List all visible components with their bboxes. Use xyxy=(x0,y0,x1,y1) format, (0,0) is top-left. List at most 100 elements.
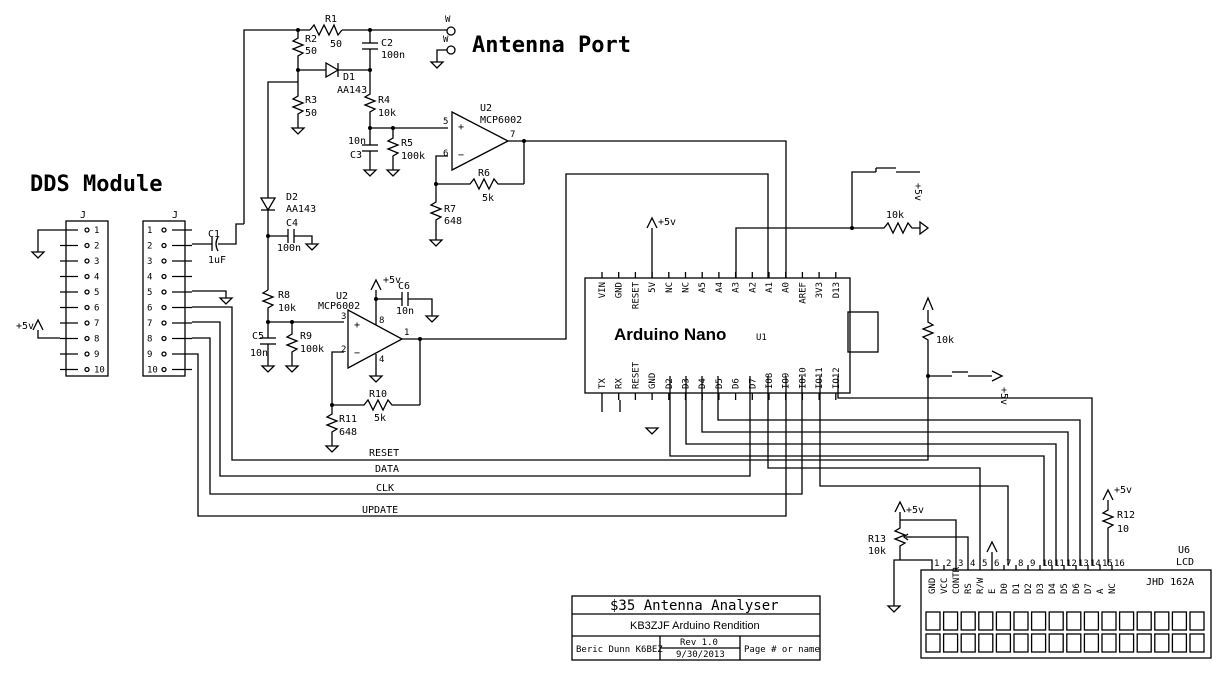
lcd-cell xyxy=(1136,633,1152,653)
lcd-cell xyxy=(1189,611,1205,631)
lcd-cell xyxy=(1118,633,1135,653)
svg-text:50: 50 xyxy=(305,108,317,119)
lcd-cell xyxy=(1154,633,1170,653)
svg-text:8: 8 xyxy=(379,316,384,326)
svg-text:5: 5 xyxy=(443,117,448,127)
lcd-cell xyxy=(1083,633,1100,653)
nano-pin-label: IO9 xyxy=(782,373,792,389)
lcd-cell xyxy=(1013,611,1029,631)
lcd-pin-num: 8 xyxy=(1018,559,1023,569)
nano-pin-label: D5 xyxy=(715,378,725,389)
lcd-pin-label: D1 xyxy=(1012,583,1022,594)
nano-pin-label: A4 xyxy=(715,282,725,293)
svg-text:1: 1 xyxy=(404,328,409,338)
nano-pin-label: NC xyxy=(665,282,675,293)
antenna-port-connector: W W xyxy=(429,15,456,69)
pin-label: 3 xyxy=(94,257,99,267)
nano-pin-label: A2 xyxy=(748,282,758,293)
lcd-cell xyxy=(1013,633,1029,653)
lcd-pin-num: 7 xyxy=(1006,559,1011,569)
svg-text:+5v: +5v xyxy=(16,321,34,332)
lcd-cell xyxy=(995,611,1012,631)
nano-pin-label: 3V3 xyxy=(815,282,825,298)
lcd-pin-label: D5 xyxy=(1060,583,1070,594)
nano-pin-label: A0 xyxy=(782,282,792,293)
svg-text:R6: R6 xyxy=(478,168,490,179)
nano-pin-label: IO10 xyxy=(798,367,808,389)
pin-label: 8 xyxy=(147,335,152,345)
svg-text:U6: U6 xyxy=(1178,545,1190,556)
svg-text:R4: R4 xyxy=(378,95,390,106)
svg-text:W: W xyxy=(443,35,449,45)
svg-text:+5v: +5v xyxy=(998,387,1009,405)
opamp-u2-bottom: + − 3 2 1 8 4 U2 MCP6002 xyxy=(318,291,409,370)
lcd-cell xyxy=(1154,611,1170,631)
pin-label: 9 xyxy=(147,350,152,360)
svg-text:AA143: AA143 xyxy=(337,85,367,96)
svg-text:6: 6 xyxy=(443,149,448,159)
pin-label: 2 xyxy=(147,242,152,252)
svg-text:10n: 10n xyxy=(348,136,366,147)
svg-text:D2: D2 xyxy=(286,192,298,203)
pin-label: 10 xyxy=(147,366,158,376)
lcd-pin-label: CONTR xyxy=(952,566,962,594)
svg-text:C3: C3 xyxy=(350,150,362,161)
lcd-cell xyxy=(1048,633,1064,653)
svg-text:R5: R5 xyxy=(401,138,413,149)
lcd-cell xyxy=(978,633,994,653)
svg-text:10n: 10n xyxy=(250,348,268,359)
svg-text:10k: 10k xyxy=(278,303,296,314)
nano-pin-label: VIN xyxy=(598,282,608,298)
lcd-pin-num: 4 xyxy=(970,559,975,569)
nano-pin-label: D6 xyxy=(732,378,742,389)
lcd-pin-label: E xyxy=(988,589,998,594)
svg-text:U2: U2 xyxy=(480,103,492,114)
nano-pin-label: NC xyxy=(682,282,692,293)
svg-text:100k: 100k xyxy=(300,344,324,355)
lcd-cell xyxy=(1101,633,1117,653)
svg-text:R2: R2 xyxy=(305,34,317,45)
opamp-u2-top: + − 5 6 7 U2 MCP6002 xyxy=(443,103,522,172)
nano-pin-label: A5 xyxy=(698,282,708,293)
pin-label: 5 xyxy=(147,288,152,298)
lcd-pin-num: 13 xyxy=(1078,559,1089,569)
nano-pin-label: D13 xyxy=(832,282,842,298)
pin-label: 7 xyxy=(94,319,99,329)
svg-text:648: 648 xyxy=(339,427,357,438)
svg-text:MCP6002: MCP6002 xyxy=(480,115,522,126)
lcd-pin-label: R/W xyxy=(976,577,986,594)
lcd-pin-label: D2 xyxy=(1024,583,1034,594)
lcd-cell xyxy=(960,611,976,631)
svg-text:LCD: LCD xyxy=(1176,557,1194,568)
nano-pin-label: IO12 xyxy=(832,367,842,389)
svg-text:10k: 10k xyxy=(886,210,904,221)
lcd-pin-num: 3 xyxy=(958,559,963,569)
svg-text:+5v: +5v xyxy=(658,217,676,228)
svg-text:D1: D1 xyxy=(343,72,355,83)
lcd-pin-label: A xyxy=(1096,588,1106,594)
svg-text:R11: R11 xyxy=(339,414,357,425)
svg-text:R13: R13 xyxy=(868,534,886,545)
svg-text:+5v: +5v xyxy=(906,505,924,516)
svg-text:+5v: +5v xyxy=(912,183,923,201)
svg-text:Arduino Nano: Arduino Nano xyxy=(614,325,726,344)
pin-label: 3 xyxy=(147,257,152,267)
lcd-pin-label: D6 xyxy=(1072,583,1082,594)
svg-text:+: + xyxy=(354,320,360,331)
svg-text:4: 4 xyxy=(379,355,384,365)
title-block: $35 Antenna Analyser KB3ZJF Arduino Rend… xyxy=(571,595,821,661)
lcd-pin-num: 1 xyxy=(934,559,939,569)
nano-pin-label: TX xyxy=(598,378,608,389)
nano-pin-label: AREF xyxy=(798,282,808,304)
lcd-pin-num: 6 xyxy=(994,559,999,569)
svg-text:9/30/2013: 9/30/2013 xyxy=(676,650,725,660)
svg-text:AA143: AA143 xyxy=(286,204,316,215)
lcd-pin-label: RS xyxy=(964,583,974,594)
lcd-cell xyxy=(1030,633,1047,653)
lcd-cell xyxy=(960,633,976,653)
lcd-cell xyxy=(942,611,959,631)
nano-pin-label: GND xyxy=(615,282,625,298)
svg-text:R8: R8 xyxy=(278,290,290,301)
